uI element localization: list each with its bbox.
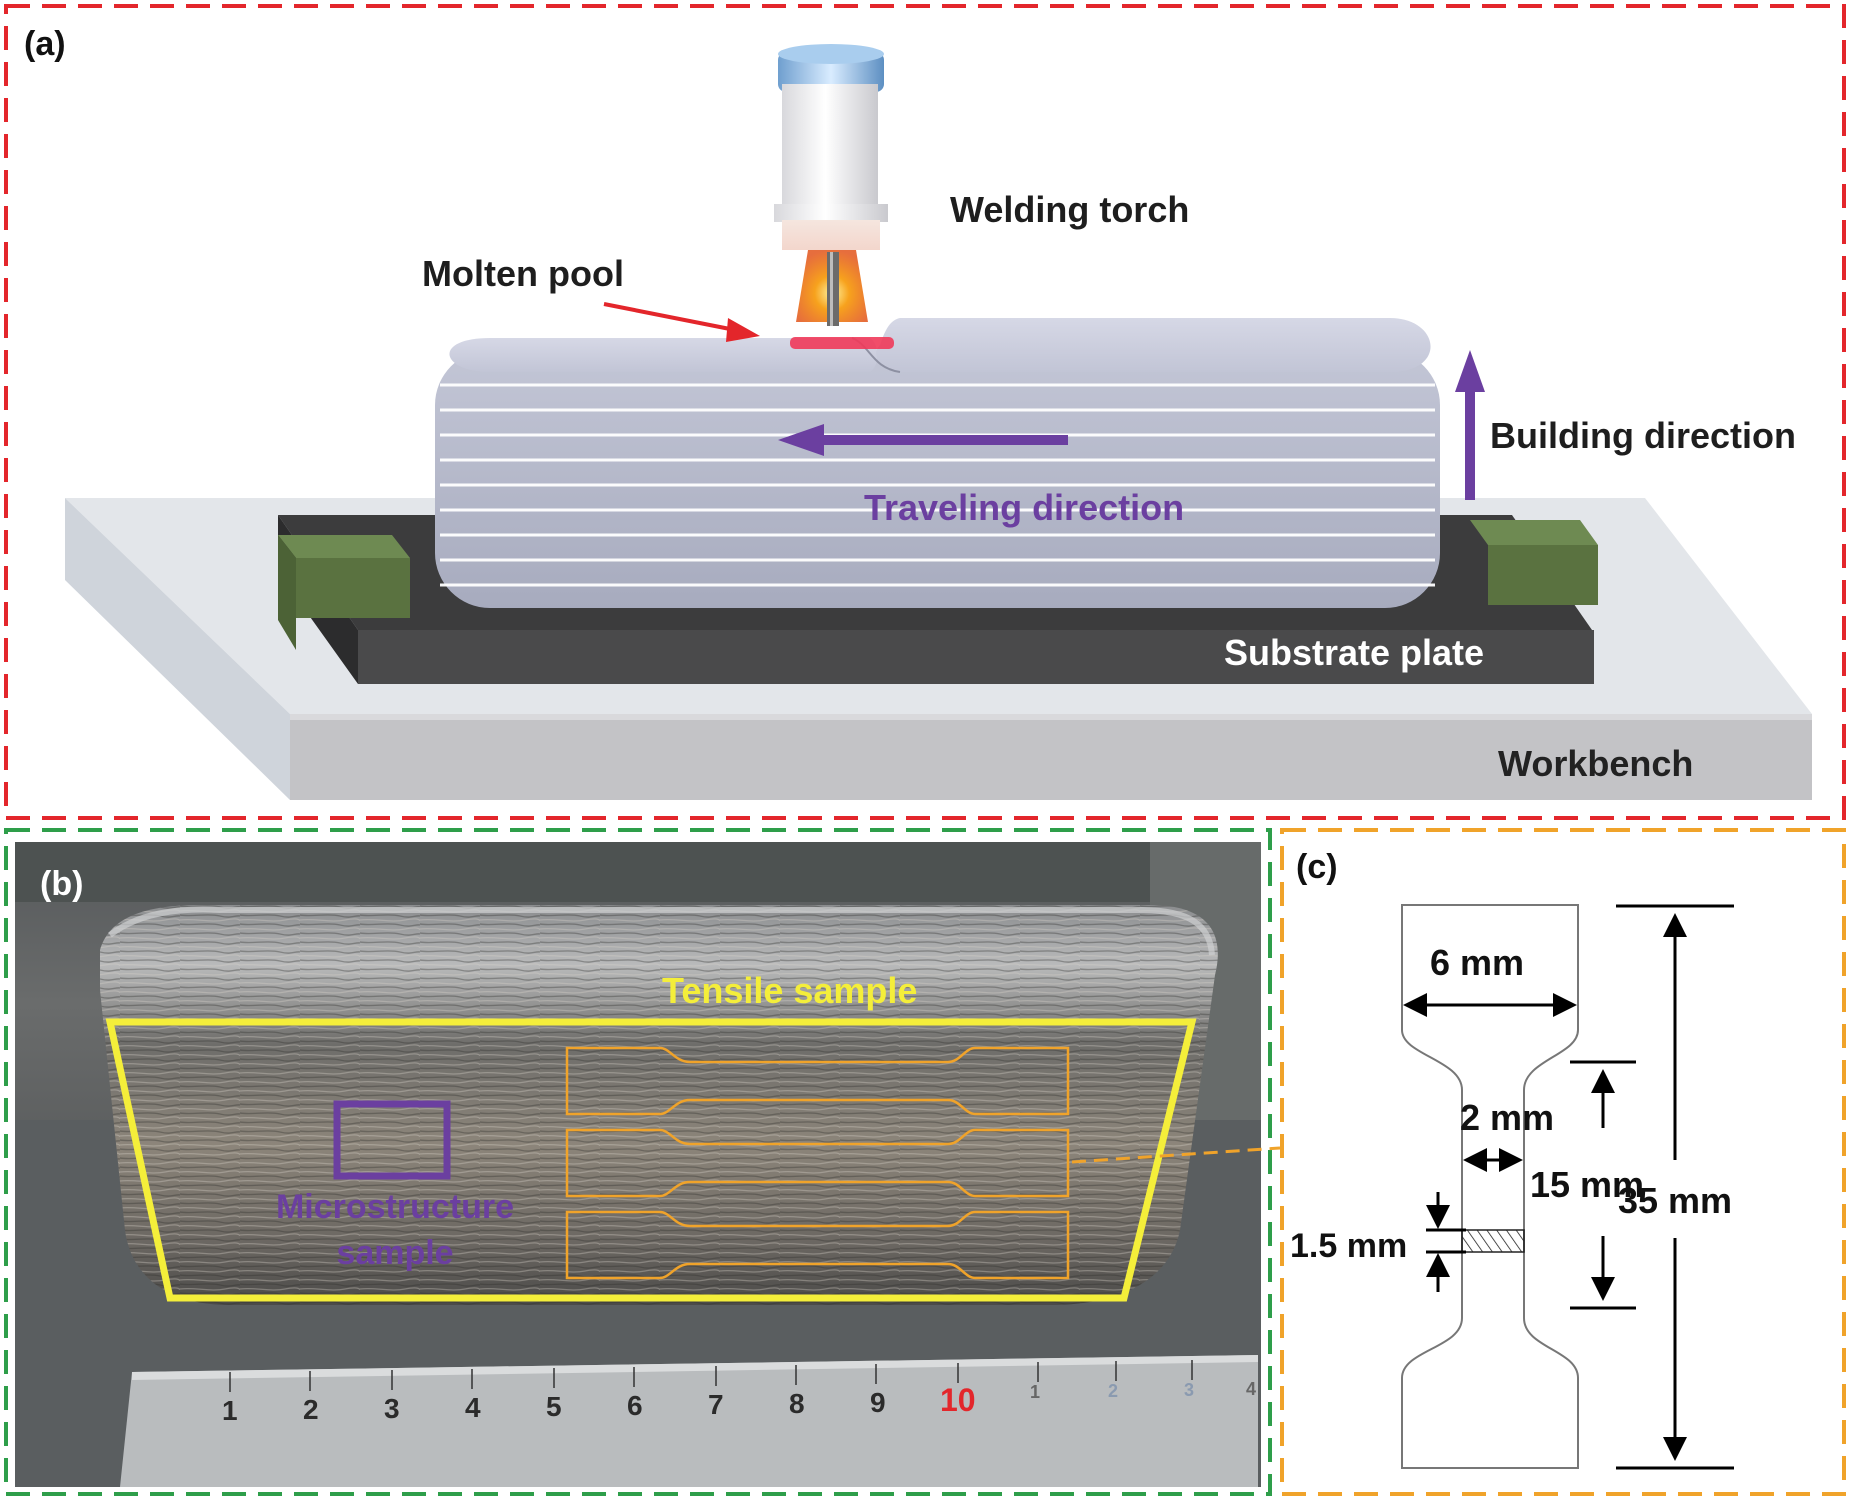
dim-thickness-arrows	[1426, 1192, 1466, 1292]
tensile-specimen-1	[565, 1046, 1070, 1116]
workbench-label: Workbench	[1498, 743, 1693, 784]
panel-a: (a) Workbench Substrate plate	[4, 4, 1846, 820]
clamp-left	[278, 535, 410, 650]
building-direction-arrow	[1455, 350, 1485, 500]
panel-b: 1 2 3 4 5 6 7 8 9 10 1 2 3 4 Tensile sam…	[4, 828, 1281, 1496]
panel-b-tag: (b)	[40, 865, 83, 903]
welding-torch-label: Welding torch	[950, 189, 1189, 230]
dim-thickness-label: 1.5 mm	[1290, 1227, 1407, 1265]
ruler-number: 6	[627, 1390, 643, 1421]
ruler-number: 2	[1108, 1381, 1118, 1401]
ruler-number: 3	[1184, 1380, 1194, 1400]
dim-gauge-length-label: 15 mm	[1530, 1164, 1644, 1205]
traveling-direction-label: Traveling direction	[864, 487, 1184, 528]
dim-total-length-label: 35 mm	[1618, 1180, 1732, 1221]
tensile-specimen-2	[565, 1128, 1070, 1198]
ruler-number: 1	[222, 1395, 238, 1426]
panel-c: (c) 6 mm 2 mm 1.5 mm 15 mm	[1280, 828, 1846, 1496]
photo-as-built-wall	[15, 842, 1261, 1487]
ruler-ticks	[229, 1360, 1193, 1392]
panel-c-tag: (c)	[1296, 848, 1338, 886]
microstructure-sample-box	[333, 1100, 451, 1180]
section-hatch	[1461, 1229, 1525, 1253]
specimen-outline	[1401, 904, 1579, 1469]
ruler-number: 8	[789, 1388, 805, 1419]
ruler-number: 2	[303, 1394, 319, 1425]
tensile-sample-label: Tensile sample	[662, 970, 917, 1011]
ruler-number: 3	[384, 1393, 400, 1424]
panel-b-border	[4, 828, 1272, 1496]
substrate-plate-label: Substrate plate	[1224, 632, 1484, 673]
ruler-number: 4	[465, 1392, 481, 1423]
ruler-number: 9	[870, 1387, 886, 1418]
panel-a-tag: (a)	[24, 25, 66, 63]
clamp-right	[1470, 520, 1598, 605]
molten-pool	[790, 337, 894, 349]
ruler-number: 1	[1030, 1382, 1040, 1402]
building-direction-label: Building direction	[1490, 415, 1796, 456]
dim-grip-width-label: 6 mm	[1430, 942, 1524, 983]
ruler-labels: 1 2 3 4 5 6 7 8 9 10 1 2 3 4	[222, 1379, 1256, 1426]
dim-total-length-arrow	[1616, 904, 1734, 1470]
molten-pool-arrow	[603, 302, 760, 342]
panel-a-border	[4, 4, 1846, 820]
dim-gauge-width-label: 2 mm	[1460, 1097, 1554, 1138]
molten-pool-label: Molten pool	[422, 253, 624, 294]
microstructure-sample-label-line2: sample	[336, 1234, 453, 1272]
ruler-number: 5	[546, 1391, 562, 1422]
microstructure-sample-label-line1: Microstructure	[276, 1188, 514, 1226]
tensile-sample-region	[105, 1018, 1197, 1302]
ruler-number: 10	[940, 1382, 976, 1418]
ruler-number: 7	[708, 1389, 724, 1420]
welding-torch	[774, 44, 888, 326]
leader-line-to-panel-c	[1071, 1146, 1281, 1164]
traveling-direction-arrow	[778, 424, 1068, 456]
deposited-wall	[435, 318, 1440, 608]
tensile-specimen-outlines	[565, 1046, 1070, 1280]
ruler-number: 4	[1246, 1379, 1256, 1399]
tensile-specimen-3	[565, 1210, 1070, 1280]
dim-gauge-length-arrow	[1570, 1060, 1636, 1310]
